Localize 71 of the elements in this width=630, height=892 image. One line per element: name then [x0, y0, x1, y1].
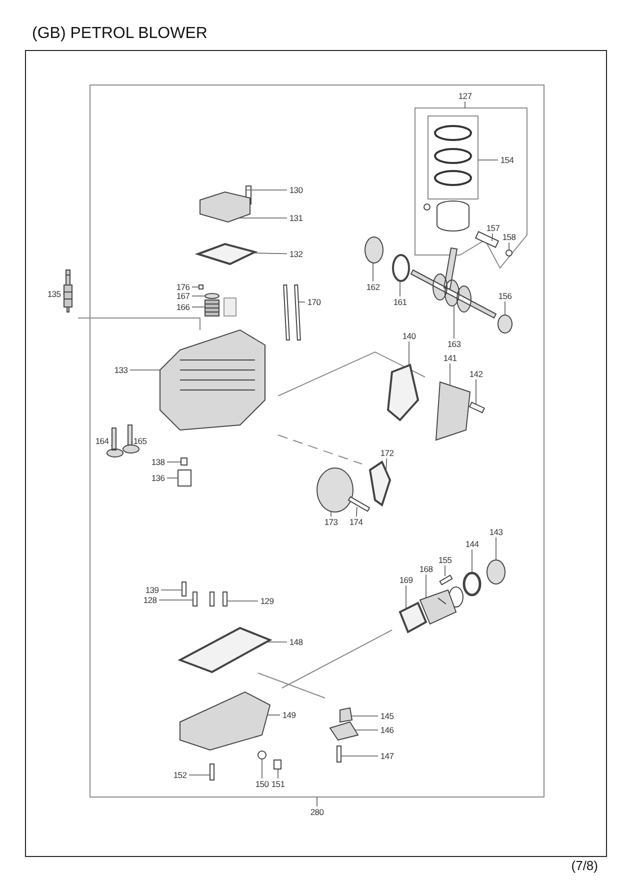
callout-number: 135	[45, 288, 63, 300]
callout-number: 150	[253, 778, 271, 790]
callout-number: 127	[456, 90, 474, 102]
callout-number: 143	[487, 526, 505, 538]
gasket-drawing	[386, 364, 420, 422]
callout-number: 165	[131, 436, 149, 446]
callout-number: 145	[378, 710, 396, 722]
callout-number: 167	[174, 290, 192, 302]
callout-number: 174	[347, 516, 365, 528]
leader-line	[464, 101, 466, 108]
callout-number: 128	[141, 594, 159, 606]
callout-number: 138	[149, 456, 167, 468]
callout-number: 136	[149, 472, 167, 484]
callout-number: 133	[112, 364, 130, 376]
callout-number: 152	[171, 770, 189, 780]
leader-line	[492, 233, 493, 242]
callout-number: 173	[322, 516, 340, 528]
gasket-drawing	[194, 242, 258, 266]
callout-number: 161	[391, 296, 409, 308]
callout-number: 157	[484, 222, 502, 234]
callout-number: 156	[496, 290, 514, 302]
leader-line	[372, 262, 374, 282]
callout-number: 154	[498, 154, 516, 166]
callout-number: 169	[397, 574, 415, 586]
leader-line	[356, 506, 358, 517]
callout-number: 172	[378, 448, 396, 458]
callout-number: 141	[441, 352, 459, 364]
callout-number: 163	[445, 338, 463, 350]
callout-number: 166	[174, 302, 192, 312]
leader-line	[192, 306, 206, 308]
spark-plug-drawing	[64, 270, 72, 312]
page-number: (7/8)	[571, 858, 598, 873]
leader-line	[408, 341, 410, 366]
callout-number: 139	[143, 584, 161, 596]
leader-line	[504, 301, 506, 316]
callout-number: 155	[436, 554, 454, 566]
leader-line	[330, 510, 332, 517]
callout-number: 140	[400, 330, 418, 342]
callout-number: 176	[174, 282, 192, 292]
callout-number: 132	[287, 248, 305, 260]
parts-frame	[90, 84, 544, 798]
seal-ring-drawing	[462, 572, 482, 596]
callout-number: 144	[463, 538, 481, 550]
callout-number: 170	[305, 296, 323, 308]
leader-line	[254, 252, 288, 254]
leader-line	[188, 774, 210, 776]
callout-number: 148	[287, 636, 305, 648]
callout-number: 130	[287, 184, 305, 196]
callout-number: 131	[287, 212, 305, 224]
callout-number: 149	[280, 710, 298, 720]
gasket-drawing	[398, 602, 428, 634]
leader-line	[444, 565, 446, 576]
leader-line	[316, 796, 318, 807]
page-title: (GB) PETROL BLOWER	[32, 25, 208, 43]
leader-line	[386, 458, 388, 472]
callout-number: 168	[417, 564, 435, 574]
callout-number: 151	[269, 778, 287, 790]
leader-line	[266, 714, 280, 716]
gasket-drawing	[178, 626, 272, 674]
callout-number: 162	[364, 282, 382, 292]
rocker-arm-drawing	[368, 460, 392, 507]
callout-number: 147	[378, 750, 396, 762]
leader-line	[508, 242, 510, 250]
callout-number: 146	[378, 724, 396, 736]
leader-line	[192, 286, 200, 288]
callout-number: 158	[500, 232, 518, 242]
callout-number: 129	[258, 596, 276, 606]
callout-number: 280	[308, 806, 326, 818]
callout-number: 164	[93, 436, 111, 446]
leader-line	[226, 600, 258, 602]
callout-number: 142	[467, 368, 485, 380]
